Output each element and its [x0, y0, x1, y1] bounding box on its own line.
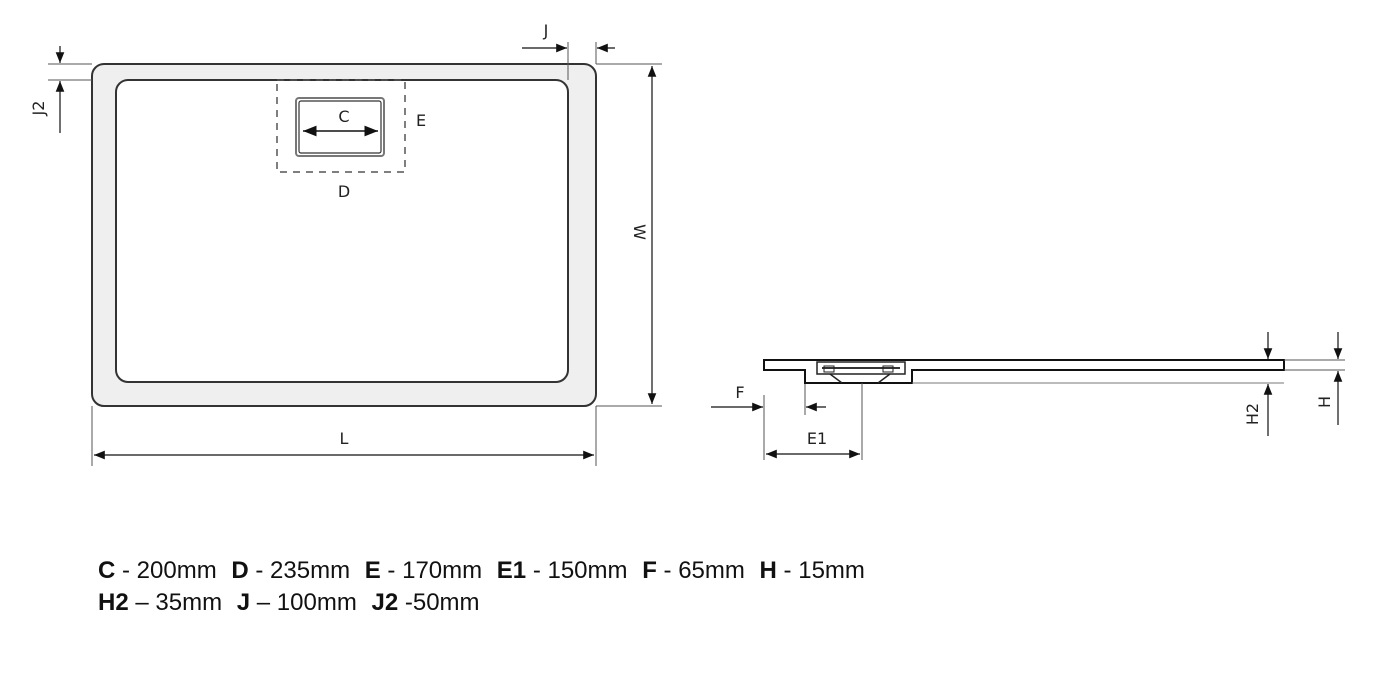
legend-item-j2: J2 -50mm	[371, 589, 480, 616]
legend-item-h2: H2 – 35mm	[98, 589, 223, 616]
label-e1: E1	[807, 429, 827, 448]
legend-item-c: C - 200mm	[98, 557, 217, 584]
side-view: F E1 H2 H	[711, 332, 1345, 460]
legend-item-h: H - 15mm	[759, 557, 865, 584]
label-h2: H2	[1243, 403, 1262, 425]
legend-item-d: D - 235mm	[231, 557, 351, 584]
drain-inner	[298, 100, 382, 154]
dimension-legend: C - 200mm D - 235mm E - 170mm E1 - 150mm…	[98, 555, 873, 619]
drain-area-dashed	[276, 79, 406, 173]
legend-item-e: E - 170mm	[364, 557, 483, 584]
legend-row-1: C - 200mm D - 235mm E - 170mm E1 - 150mm…	[98, 555, 873, 587]
legend-item-f: F - 65mm	[642, 557, 745, 584]
label-e: E	[416, 111, 426, 130]
label-j: J	[543, 21, 549, 40]
top-view: C E D J J2 W L	[29, 21, 662, 466]
label-j2: J2	[29, 101, 48, 117]
label-c: C	[338, 107, 349, 126]
legend-item-e1: E1 - 150mm	[496, 557, 628, 584]
label-d: D	[338, 182, 350, 201]
legend-row-2: H2 – 35mm J – 100mm J2 -50mm	[98, 587, 873, 619]
label-f: F	[735, 383, 744, 402]
label-w: W	[630, 224, 649, 240]
label-h: H	[1315, 396, 1334, 408]
legend-item-j: J – 100mm	[236, 589, 357, 616]
label-l: L	[340, 429, 349, 448]
